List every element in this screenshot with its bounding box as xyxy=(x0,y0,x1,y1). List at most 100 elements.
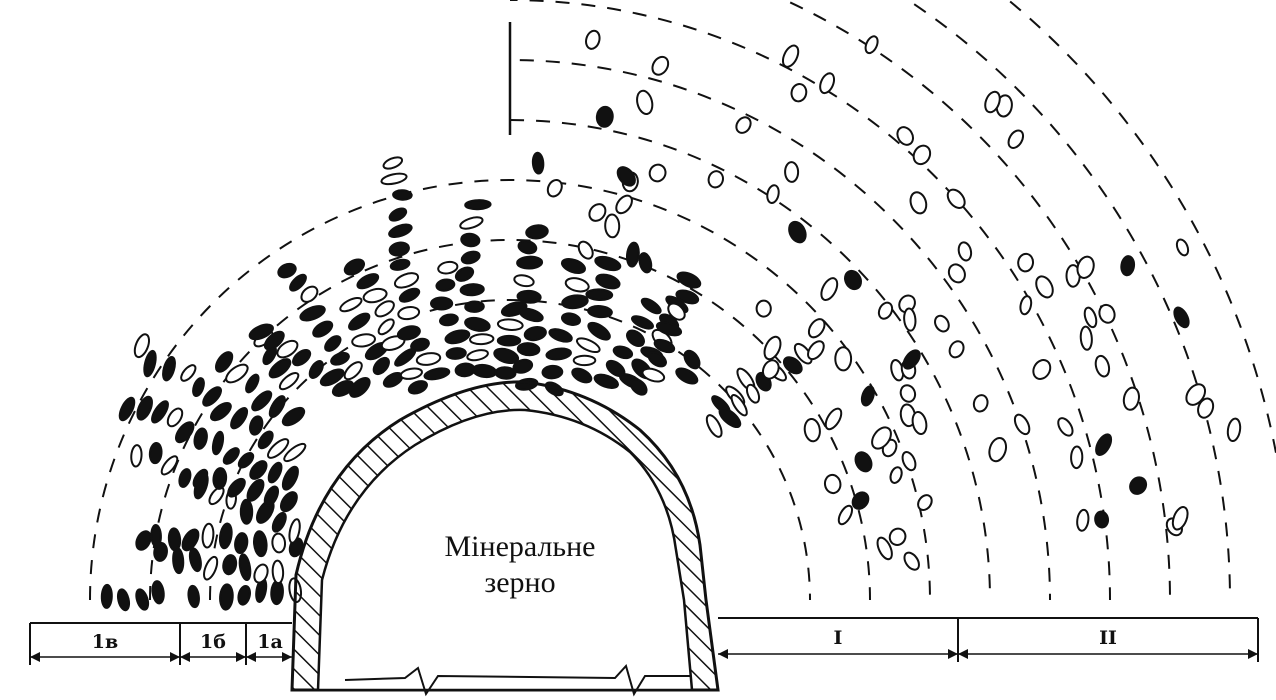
scatter-particle xyxy=(1070,445,1084,470)
chain-particle xyxy=(201,522,215,549)
radial-particle-chains xyxy=(100,156,813,612)
chain-particle xyxy=(312,320,334,338)
chain-particle xyxy=(460,250,481,265)
chain-particle xyxy=(100,583,113,609)
chain-particle xyxy=(525,224,549,240)
scatter-particle xyxy=(903,551,920,571)
chain-particle xyxy=(594,255,622,272)
scatter-particle xyxy=(917,494,933,512)
chain-particle xyxy=(388,241,410,257)
chain-particle xyxy=(214,351,234,373)
scatter-particle xyxy=(1185,383,1207,406)
chain-particle xyxy=(135,530,152,551)
chain-particle xyxy=(516,289,542,304)
chain-particle xyxy=(389,258,411,271)
chain-particle xyxy=(398,287,421,303)
chain-particle xyxy=(464,316,491,332)
chain-particle xyxy=(300,285,319,303)
chain-particle xyxy=(148,442,163,465)
dashed-arc xyxy=(89,179,931,601)
chain-particle xyxy=(263,330,285,351)
scatter-particle xyxy=(625,241,640,268)
chain-particle xyxy=(469,333,495,346)
chain-particle xyxy=(523,326,547,342)
scatter-particle xyxy=(948,340,965,359)
scatter-particle xyxy=(585,29,601,50)
chain-particle xyxy=(516,255,544,270)
chain-particle xyxy=(572,354,597,367)
chain-particle xyxy=(518,307,544,323)
chain-particle xyxy=(541,364,564,380)
scatter-particle xyxy=(864,35,879,55)
chain-particle xyxy=(253,563,269,584)
chain-particle xyxy=(676,271,702,289)
chain-particle xyxy=(730,393,748,417)
scatter-particle xyxy=(871,426,892,450)
chain-particle xyxy=(180,364,197,382)
chain-particle xyxy=(393,272,420,289)
scatter-particle xyxy=(1013,413,1031,436)
chain-particle xyxy=(192,468,209,489)
chain-particle xyxy=(647,351,667,368)
chain-particle xyxy=(587,305,613,319)
chain-particle xyxy=(278,371,300,391)
chain-particle xyxy=(459,216,484,230)
scatter-particle xyxy=(1129,476,1148,495)
chain-particle xyxy=(178,468,192,488)
chain-particle xyxy=(203,555,219,581)
chain-particle xyxy=(407,380,428,395)
right-zone-scale: I II xyxy=(718,617,1259,662)
chain-particle xyxy=(444,329,471,345)
chain-particle xyxy=(245,373,260,394)
chain-particle xyxy=(560,258,587,274)
chain-particle xyxy=(372,356,390,376)
scatter-particle xyxy=(638,252,653,274)
chain-particle xyxy=(253,530,268,558)
concentric-dashed-arcs xyxy=(89,0,1276,601)
chain-particle xyxy=(464,199,492,211)
scatter-particle xyxy=(1083,306,1098,329)
chain-particle xyxy=(166,407,184,428)
scatter-particle xyxy=(957,241,973,262)
scatter-particle xyxy=(1197,397,1215,419)
chain-particle xyxy=(172,547,185,575)
scatter-particle xyxy=(735,116,752,134)
chain-particle xyxy=(299,305,326,322)
scatter-particle xyxy=(888,527,907,546)
chain-particle xyxy=(143,349,157,378)
chain-particle xyxy=(219,583,234,611)
scatter-particle xyxy=(1098,303,1116,324)
chain-particle xyxy=(593,373,619,389)
chain-particle xyxy=(629,378,648,396)
chain-particle xyxy=(675,367,699,385)
chain-particle xyxy=(230,407,249,430)
chain-particle xyxy=(151,400,169,424)
chain-particle xyxy=(308,360,324,379)
chain-particle xyxy=(181,528,200,552)
scatter-particle xyxy=(604,213,621,239)
scatter-particle xyxy=(790,83,808,103)
chain-particle xyxy=(319,368,345,387)
chain-particle xyxy=(561,294,589,310)
chain-particle xyxy=(585,288,614,302)
scatter-particle xyxy=(889,466,903,484)
chain-particle xyxy=(279,491,298,513)
chain-particle xyxy=(174,421,195,444)
chain-particle xyxy=(435,278,456,292)
chain-particle xyxy=(575,337,601,354)
mineral-grain: Мінеральне зерно xyxy=(290,380,720,697)
zone-label-I: I xyxy=(834,627,843,649)
chain-particle xyxy=(667,302,686,321)
chain-particle xyxy=(268,358,292,379)
scatter-particle xyxy=(761,359,780,380)
chain-particle xyxy=(150,524,162,548)
chain-particle xyxy=(548,328,573,343)
scatter-particle xyxy=(636,89,654,115)
chain-particle xyxy=(382,156,404,170)
scatter-particle xyxy=(851,491,870,510)
chain-particle xyxy=(268,395,286,419)
chain-particle xyxy=(410,337,430,352)
chain-particle xyxy=(718,407,742,429)
chain-particle xyxy=(454,266,475,282)
scatter-particle xyxy=(1171,506,1189,531)
